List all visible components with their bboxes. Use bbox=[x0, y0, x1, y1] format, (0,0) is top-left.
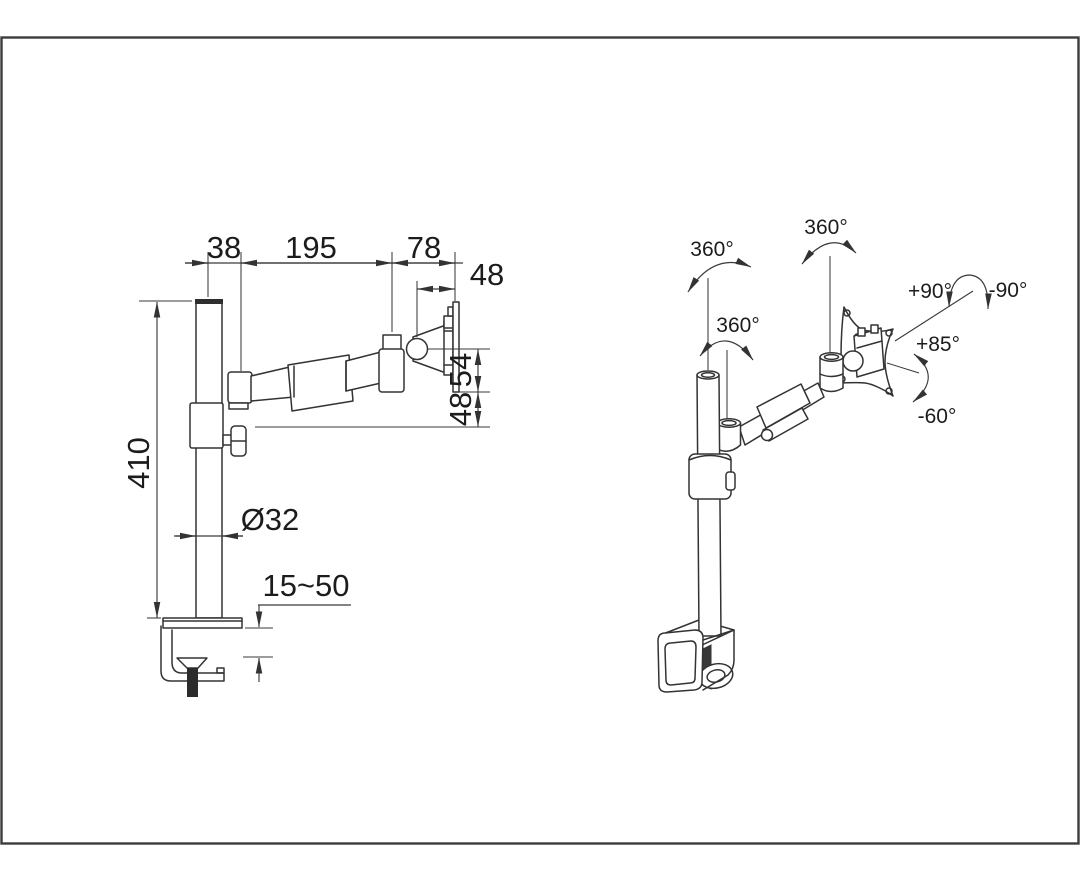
plate-tab bbox=[443, 315, 454, 329]
dim-plate-heights: 54 48 bbox=[255, 348, 490, 428]
dim-plate-upper-label: 54 bbox=[443, 353, 478, 387]
dim-elbow-to-plate-label: 78 bbox=[407, 230, 441, 265]
arm-3d bbox=[738, 382, 825, 446]
dim-clamp-range: 15~50 bbox=[243, 568, 351, 682]
left-view: 38 195 78 48 54 48 410 bbox=[121, 230, 504, 697]
dim-plate-lower-label: 48 bbox=[443, 392, 478, 426]
dim-pole-height: 410 bbox=[121, 300, 192, 619]
dim-pole-offset-label: 38 bbox=[207, 230, 241, 265]
dim-pole-diameter: Ø32 bbox=[174, 502, 300, 540]
head-swivel-label: 360° bbox=[804, 216, 847, 239]
tilt-up-label: +85° bbox=[916, 333, 960, 356]
tilt-arrow-screen: +85° -60° bbox=[912, 333, 960, 428]
dim-pole-height-label: 410 bbox=[121, 437, 156, 489]
swivel-arrow-pole: 360° bbox=[687, 238, 752, 293]
dim-joint-to-plate: 48 bbox=[416, 257, 504, 337]
desk-clamp-side bbox=[160, 617, 243, 697]
elbow-joint-3d bbox=[716, 418, 742, 452]
pole-side bbox=[195, 299, 223, 619]
dim-joint-to-plate-label: 48 bbox=[470, 257, 504, 292]
rotate-arrow-screen: +90° -90° bbox=[908, 274, 1028, 310]
dim-top-chain: 38 195 78 bbox=[185, 230, 463, 371]
arm-tube-cap bbox=[760, 428, 774, 442]
collar-3d bbox=[688, 453, 736, 500]
right-view: 360° 360° 360° +90° -90° +85° -60° bbox=[657, 216, 1028, 693]
screen-rotate-minus-label: -90° bbox=[989, 279, 1028, 302]
ball-joint bbox=[405, 337, 429, 361]
dim-pole-diameter-label: Ø32 bbox=[241, 502, 300, 537]
elbow-swivel-label: 360° bbox=[716, 314, 759, 337]
dim-clamp-range-label: 15~50 bbox=[262, 568, 349, 603]
clamp-pad bbox=[176, 657, 208, 669]
head-joint-3d bbox=[819, 352, 844, 393]
dim-arm-length-label: 195 bbox=[285, 230, 337, 265]
pole-swivel-label: 360° bbox=[690, 238, 733, 261]
tilt-down-label: -60° bbox=[918, 405, 957, 428]
screen-rotate-plus-label: +90° bbox=[908, 280, 952, 303]
swivel-arrow-head: 360° bbox=[801, 216, 857, 265]
tilt-knob bbox=[842, 350, 864, 372]
vesa-hole-icon bbox=[885, 329, 893, 337]
vesa-hole-icon bbox=[885, 387, 893, 395]
arm-side bbox=[250, 351, 382, 412]
vesa-hole-icon bbox=[843, 309, 851, 317]
pole-3d bbox=[696, 370, 722, 637]
tilt-mechanism-3d bbox=[842, 324, 885, 378]
swivel-arrow-elbow: 360° bbox=[699, 314, 760, 361]
tilt-leader-line bbox=[886, 362, 920, 374]
elbow-joint-side bbox=[189, 371, 253, 457]
desk-clamp-3d bbox=[657, 629, 735, 693]
drawing-border bbox=[0, 36, 1080, 845]
clamp-screw bbox=[187, 668, 198, 697]
vesa-plate-edge bbox=[452, 301, 460, 393]
